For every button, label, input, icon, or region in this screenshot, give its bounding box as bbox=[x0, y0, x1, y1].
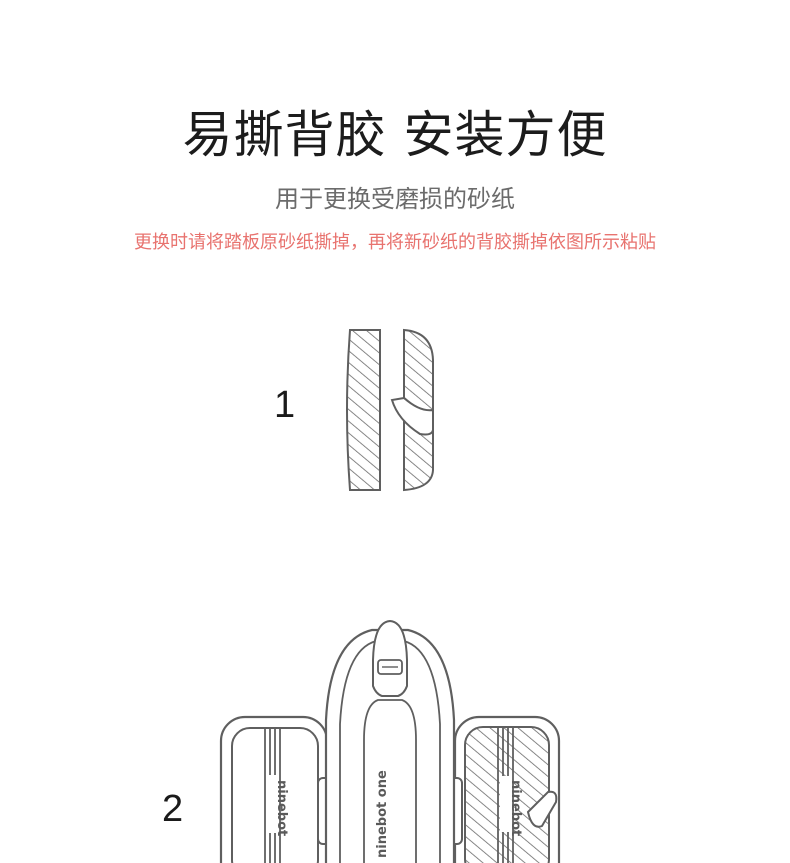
page-subtitle: 用于更换受磨损的砂纸 bbox=[275, 185, 515, 213]
sandpaper-strip-left bbox=[346, 329, 381, 491]
left-pedal bbox=[219, 715, 329, 863]
right-pedal bbox=[453, 715, 561, 863]
right-pedal-brand: ninebot bbox=[508, 780, 523, 836]
right-pedal-peel-corner bbox=[526, 790, 558, 828]
center-body bbox=[324, 619, 456, 863]
step-2-vehicle-illustration: ninebot ninebot bbox=[219, 619, 561, 863]
peel-corner bbox=[390, 396, 434, 436]
step-2-number: 2 bbox=[162, 788, 184, 830]
left-pedal-brand: ninebot bbox=[274, 780, 289, 836]
page-title: 易撕背胶 安装方便 bbox=[182, 106, 608, 164]
instruction-note: 更换时请将踏板原砂纸撕掉，再将新砂纸的背胶撕掉依图所示粘贴 bbox=[134, 232, 656, 253]
center-body-brand: ninebot one bbox=[375, 770, 390, 858]
step-1-sandpaper-illustration bbox=[346, 328, 434, 492]
step-1-number: 1 bbox=[274, 384, 296, 426]
